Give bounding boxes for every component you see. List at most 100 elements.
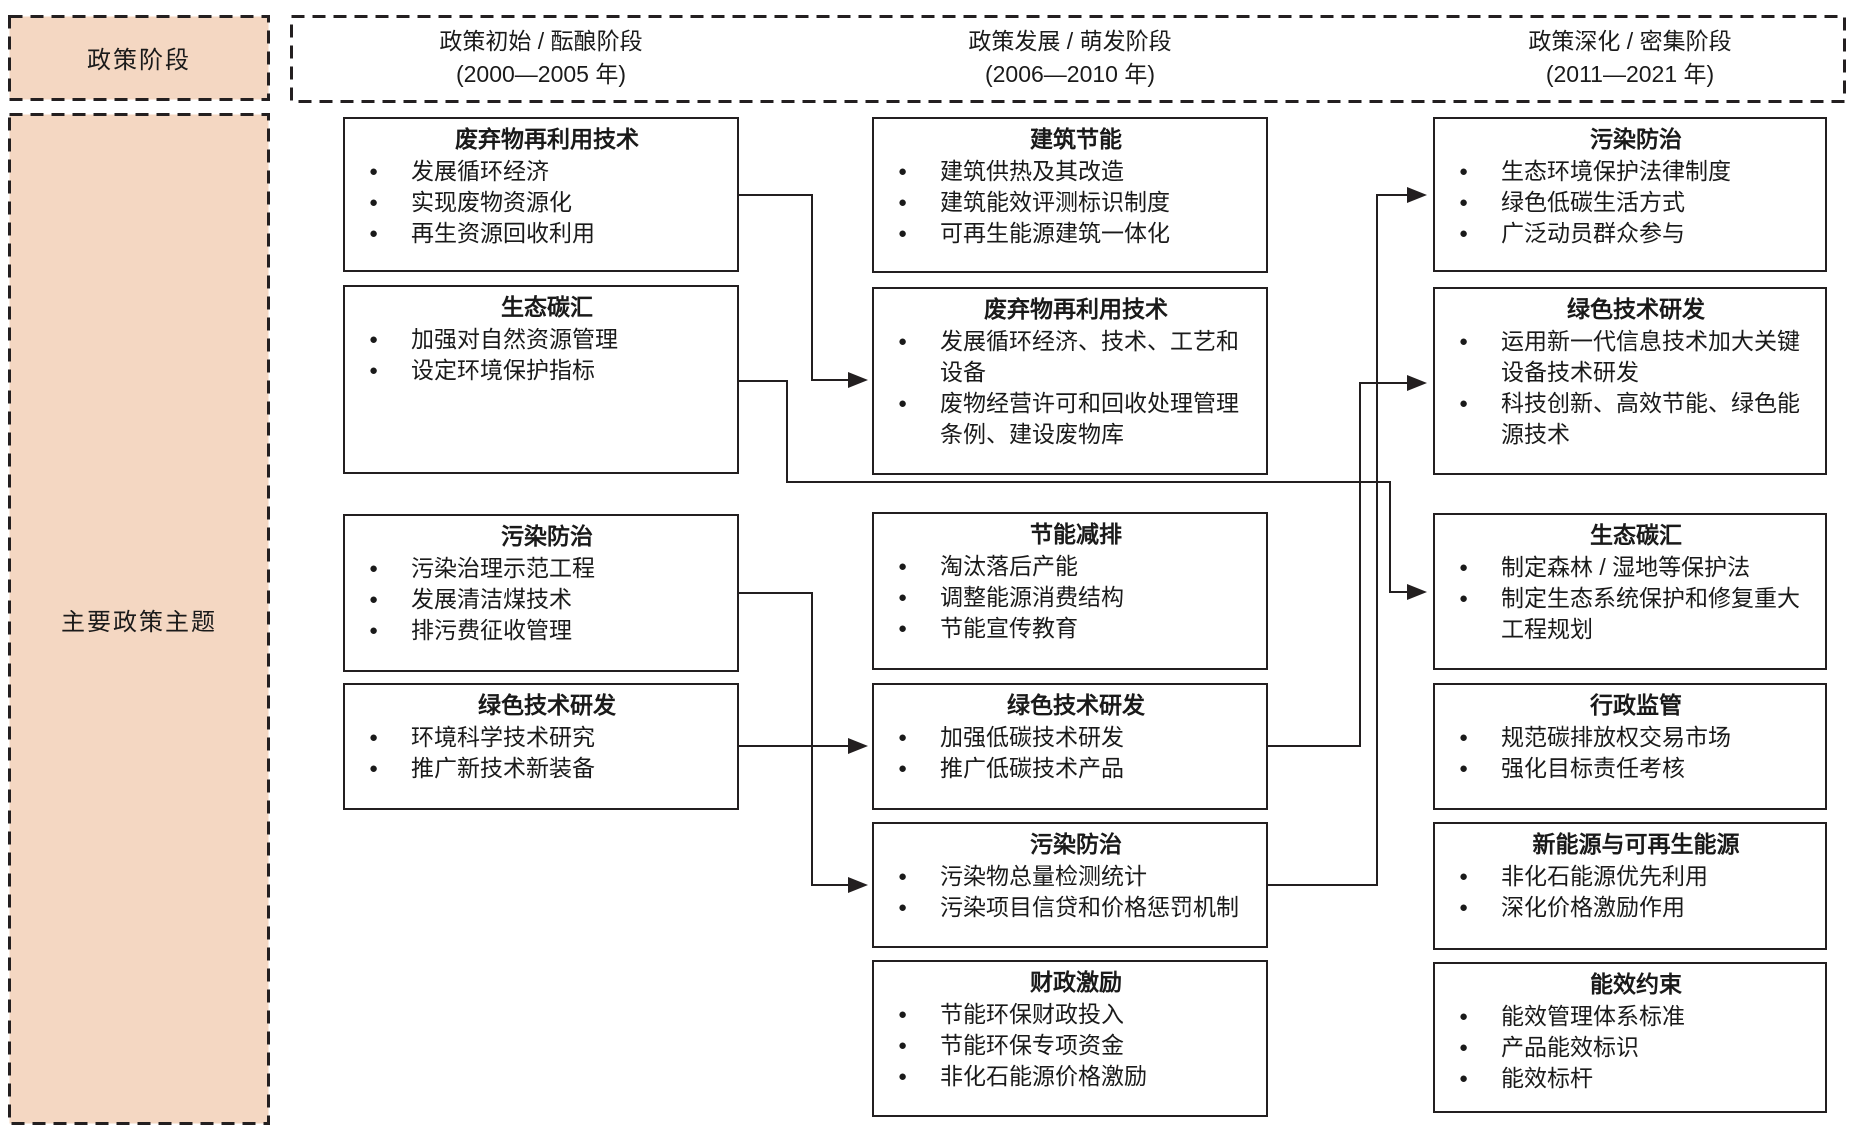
bullet-item: ●可再生能源建筑一体化	[898, 218, 1254, 249]
theme-box-title: 节能减排	[1030, 521, 1122, 547]
connector-pollution-s1-to-s2	[739, 592, 868, 893]
theme-box-title: 财政激励	[1030, 969, 1122, 995]
theme-box-title: 绿色技术研发	[1007, 692, 1145, 718]
bullet-item: ● 设定环境保护指标	[369, 355, 725, 386]
theme-box: 绿色技术研发●运用新一代信息技术加大关键设备技术研发●科技创新、高效节能、绿色能…	[1433, 287, 1827, 475]
bullet-text: 淘汰落后产能	[940, 553, 1078, 579]
bullet-item: ●规范碳排放权交易市场	[1459, 722, 1813, 753]
bullet-icon: ●	[1459, 1039, 1469, 1056]
bullet-item: ●环境科学技术研究	[369, 722, 725, 753]
bullet-text: 实现废物资源化	[411, 189, 572, 215]
bullet-text: 污染物总量检测统计	[940, 863, 1147, 889]
bullet-item: ●能效管理体系标准	[1459, 1001, 1813, 1032]
bullet-item: ●再生资源回收利用	[369, 218, 725, 249]
phase-title: 政策发展 / 萌发阶段	[968, 28, 1172, 54]
phase-years: (2011—2021 年)	[1545, 61, 1715, 87]
bullet-text: 产品能效标识	[1501, 1034, 1639, 1060]
bullet-item: ● 生态环境保护法律制度	[1459, 156, 1813, 187]
theme-box: 废弃物再利用技术●发展循环经济●实现废物资源化●再生资源回收利用	[343, 117, 739, 272]
bullet-text: 环境科学技术研究	[411, 724, 595, 750]
theme-box: 能效约束●能效管理体系标准●产品能效标识●能效标杆	[1433, 962, 1827, 1113]
bullet-text: 制定生态系统保护和修复重大工程规划	[1501, 585, 1800, 642]
bullet-text: 广泛动员群众参与	[1501, 220, 1685, 246]
bullet-icon: ●	[369, 591, 379, 608]
bullet-icon: ●	[369, 760, 379, 777]
bullet-text: 废物经营许可和回收处理管理条例、建设废物库	[940, 390, 1239, 447]
bullet-item: ●科技创新、高效节能、绿色能源技术	[1459, 388, 1813, 450]
bullet-icon: ●	[1459, 559, 1469, 576]
bullet-icon: ●	[369, 225, 379, 242]
theme-box: 污染防治●生态环境保护法律制度●绿色低碳生活方式●广泛动员群众参与	[1433, 117, 1827, 272]
bullet-item: ●广泛动员群众参与	[1459, 218, 1813, 249]
bullet-text: 发展循环经济、技术、工艺和设备	[940, 328, 1239, 385]
bullet-text: 节能宣传教育	[940, 615, 1078, 641]
bullet-item: ● 加强对自然资源管理	[369, 324, 725, 355]
bullet-icon: ●	[1459, 395, 1469, 412]
bullet-icon: ●	[898, 729, 908, 746]
bullet-text: 生态环境保护法律制度	[1501, 158, 1731, 184]
bullet-icon: ●	[1459, 163, 1469, 180]
bullet-icon: ●	[369, 362, 379, 379]
bullet-text: 加强低碳技术研发	[940, 724, 1124, 750]
bullet-text: 推广低碳技术产品	[940, 755, 1124, 781]
bullet-item: ●污染项目信贷和价格惩罚机制	[898, 892, 1254, 923]
bullet-item: ● 建筑供热及其改造	[898, 156, 1254, 187]
phase-header-3: 政策深化 / 密集阶段 (2011—2021 年)	[1528, 25, 1731, 91]
bullet-text: 制定森林 / 湿地等保护法	[1501, 554, 1751, 580]
connector-carbon-sink-s1-to-s3	[739, 380, 1427, 600]
theme-box: 废弃物再利用技术●发展循环经济、技术、工艺和设备●废物经营许可和回收处理管理条例…	[872, 287, 1268, 475]
bullet-item: ●非化石能源优先利用	[1459, 861, 1813, 892]
theme-box: 财政激励●节能环保财政投入●节能环保专项资金●非化石能源价格激励	[872, 960, 1268, 1117]
bullet-text: 深化价格激励作用	[1501, 894, 1685, 920]
bullet-icon: ●	[369, 560, 379, 577]
bullet-item: ●发展循环经济	[369, 156, 725, 187]
bullet-icon: ●	[898, 1006, 908, 1023]
bullet-icon: ●	[1459, 899, 1469, 916]
bullet-icon: ●	[898, 1037, 908, 1054]
theme-box-title: 绿色技术研发	[1567, 296, 1705, 322]
bullet-item: ●发展清洁煤技术	[369, 584, 725, 615]
bullet-item: ● 废物经营许可和回收处理管理条例、建设废物库	[898, 388, 1254, 450]
bullet-icon: ●	[1459, 760, 1469, 777]
bullet-item: ● 发展循环经济、技术、工艺和设备	[898, 326, 1254, 388]
bullet-item: ● 制定森林 / 湿地等保护法	[1459, 552, 1813, 583]
theme-box-title: 建筑节能	[1030, 126, 1122, 152]
themes-label: 主要政策主题	[61, 608, 217, 636]
theme-box: 新能源与可再生能源●非化石能源优先利用●深化价格激励作用	[1433, 822, 1827, 950]
bullet-item: ● 制定生态系统保护和修复重大工程规划	[1459, 583, 1813, 645]
bullet-icon: ●	[1459, 590, 1469, 607]
bullet-text: 建筑供热及其改造	[940, 158, 1124, 184]
bullet-text: 建筑能效评测标识制度	[940, 189, 1170, 215]
bullet-icon: ●	[369, 331, 379, 348]
bullet-text: 污染治理示范工程	[411, 555, 595, 581]
bullet-text: 发展循环经济	[411, 158, 549, 184]
bullet-text: 能效标杆	[1501, 1065, 1593, 1091]
theme-box: 污染防治●污染治理示范工程●发展清洁煤技术●排污费征收管理	[343, 514, 739, 672]
theme-box-title: 生态碳汇	[1590, 522, 1682, 548]
bullet-icon: ●	[898, 1068, 908, 1085]
bullet-item: ●节能环保财政投入	[898, 999, 1254, 1030]
theme-box: 行政监管●规范碳排放权交易市场●强化目标责任考核	[1433, 683, 1827, 810]
themes-label-panel	[8, 113, 270, 1125]
bullet-text: 排污费征收管理	[411, 617, 572, 643]
bullet-item: ●建筑能效评测标识制度	[898, 187, 1254, 218]
bullet-item: ● 实现废物资源化	[369, 187, 725, 218]
theme-box-title: 生态碳汇	[501, 294, 593, 320]
bullet-icon: ●	[1459, 729, 1469, 746]
stage-label: 政策阶段	[87, 47, 191, 74]
bullet-icon: ●	[898, 760, 908, 777]
bullet-text: 设定环境保护指标	[411, 357, 595, 383]
bullet-icon: ●	[898, 163, 908, 180]
bullet-item: ● 加强低碳技术研发	[898, 722, 1254, 753]
bullet-icon: ●	[1459, 868, 1469, 885]
theme-box-title: 行政监管	[1590, 692, 1682, 718]
bullet-icon: ●	[369, 194, 379, 211]
bullet-icon: ●	[898, 899, 908, 916]
bullet-text: 节能环保专项资金	[940, 1032, 1124, 1058]
bullet-text: 加强对自然资源管理	[411, 326, 618, 352]
bullet-icon: ●	[898, 395, 908, 412]
bullet-icon: ●	[898, 333, 908, 350]
bullet-item: ●污染物总量检测统计	[898, 861, 1254, 892]
